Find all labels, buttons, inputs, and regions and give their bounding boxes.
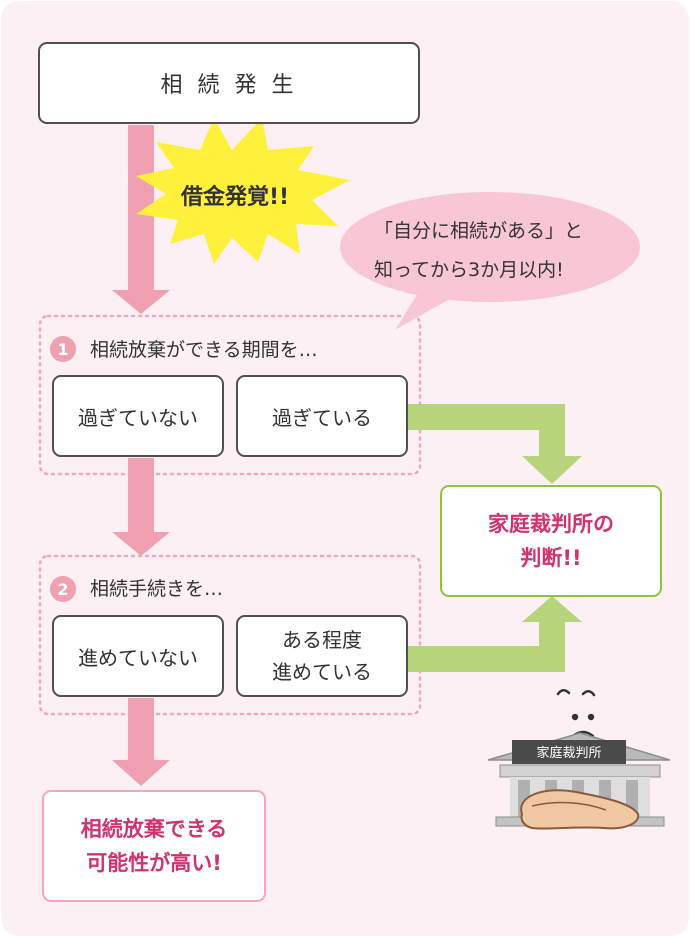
- final-result-box: 相続放棄できる 可能性が高い!: [42, 790, 266, 902]
- step1-number-badge: 1: [50, 336, 76, 362]
- speech-bubble: [340, 192, 640, 330]
- court-result-box: 家庭裁判所の 判断!!: [440, 485, 662, 597]
- step1-option-yes: 過ぎている: [236, 375, 408, 457]
- step2-option-yes: ある程度 進めている: [236, 615, 408, 697]
- final-result-line2: 可能性が高い!: [86, 851, 222, 875]
- step2-option-no: 進めていない: [52, 615, 224, 697]
- burst-label: 借金発覚!!: [181, 185, 290, 210]
- step2-option-yes-line1: ある程度: [282, 628, 362, 652]
- court-result-line2: 判断!!: [520, 546, 582, 570]
- step2-frame: [38, 554, 422, 716]
- burst-shape: [136, 118, 350, 264]
- step1-question: 相続放棄ができる期間を…: [90, 339, 318, 361]
- bubble-line2: 知ってから3か月以内!: [374, 259, 564, 281]
- step2-option-no-label: 進めていない: [78, 645, 198, 670]
- final-result-line1: 相続放棄できる: [80, 817, 228, 841]
- arrow-start-to-step1: [112, 125, 170, 314]
- step1-option-no: 過ぎていない: [52, 375, 224, 457]
- step1-option-yes-label: 過ぎている: [272, 405, 372, 430]
- step1-frame: [38, 314, 422, 476]
- arrow-step1-to-court: [408, 404, 582, 484]
- court-building-illustration: [487, 689, 671, 830]
- start-label: 相 続 発 生: [160, 73, 298, 98]
- step2-number-badge: 2: [50, 576, 76, 602]
- step2-question: 相続手続きを…: [90, 578, 224, 600]
- step2-option-yes-line2: 進めている: [272, 660, 372, 684]
- arrow-step2-to-court: [408, 596, 582, 672]
- court-building-sign: 家庭裁判所: [536, 746, 602, 761]
- arrow-step1-to-step2: [112, 458, 170, 556]
- step1-option-no-label: 過ぎていない: [78, 405, 198, 430]
- start-box: 相 続 発 生: [38, 42, 420, 124]
- court-result-line1: 家庭裁判所の: [488, 512, 614, 536]
- bubble-line1: 「自分に相続がある」と: [374, 220, 584, 242]
- arrow-step2-to-result: [112, 698, 170, 786]
